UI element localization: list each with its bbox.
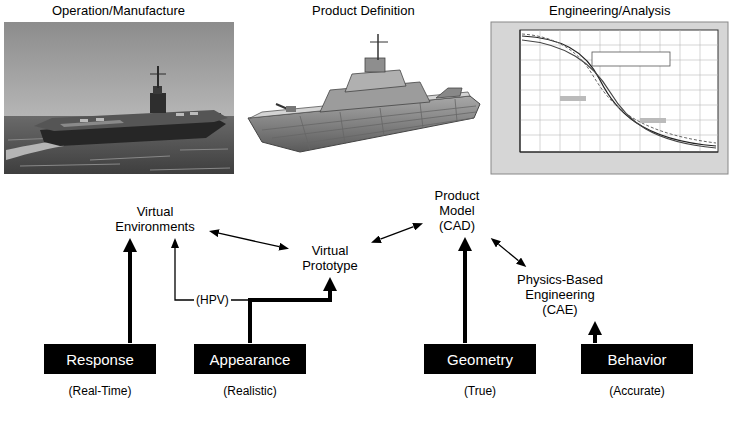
- connector-arrow: [219, 233, 279, 246]
- ship-model: [370, 42, 388, 43]
- node-title: Physics-Based Engineering (CAE): [513, 272, 607, 317]
- connector-arrow: [498, 244, 518, 260]
- analysis-chart: [592, 52, 670, 66]
- panel-heading: Product Definition: [312, 3, 415, 18]
- analysis-chart: [491, 22, 728, 174]
- ship-model: [238, 22, 488, 174]
- ship-model: [377, 34, 379, 60]
- node-title: Product Model (CAD): [430, 188, 484, 233]
- node-title: Virtual Prototype: [296, 243, 364, 273]
- attribute-box: Appearance(Realistic): [194, 344, 306, 374]
- concept-node: Virtual Prototype: [293, 242, 367, 274]
- analysis-chart: [560, 96, 586, 101]
- node-caption: (Real-Time): [24, 384, 176, 398]
- analysis-chart: [520, 30, 718, 152]
- node-title: Behavior: [607, 351, 666, 368]
- connector-arrow: [593, 335, 597, 343]
- connector-arrow: [463, 251, 467, 343]
- attribute-box: Geometry(True): [424, 344, 536, 374]
- ship-model: [238, 22, 488, 174]
- node-caption: (Accurate): [561, 384, 713, 398]
- panel-heading: Operation/Manufacture: [52, 3, 185, 18]
- analysis-chart: [522, 36, 716, 146]
- carrier-photo: [34, 110, 228, 131]
- analysis-chart: [520, 30, 718, 152]
- ship-model: [436, 88, 462, 98]
- carrier-photo: [176, 113, 184, 116]
- ship-model: [365, 58, 385, 72]
- carrier-photo: [150, 93, 166, 113]
- attribute-box: Behavior(Accurate): [581, 344, 693, 374]
- node-title: Virtual Environments: [108, 204, 202, 234]
- concept-node: Physics-Based Engineering (CAE): [510, 271, 610, 318]
- analysis-chart: [522, 34, 716, 143]
- panel-heading: Engineering/Analysis: [549, 3, 670, 18]
- carrier-photo: [60, 120, 124, 127]
- ship-model: [286, 106, 296, 112]
- node-title: Appearance: [210, 351, 291, 368]
- carrier-photo: [190, 112, 198, 115]
- node-caption: (Realistic): [174, 384, 326, 398]
- analysis-chart: [640, 118, 666, 123]
- connector-arrow: [128, 252, 132, 343]
- carrier-photo: [96, 118, 104, 121]
- analysis-chart: [520, 30, 718, 152]
- connector-arrow: [380, 227, 413, 239]
- analysis-chart: [522, 40, 716, 148]
- connector-arrow: [250, 291, 330, 343]
- carrier-photo: [80, 119, 88, 122]
- carrier-photo: [157, 66, 159, 88]
- carrier-photo: [150, 74, 166, 75]
- node-title: Geometry: [447, 351, 513, 368]
- concept-node: Virtual Environments: [105, 203, 205, 235]
- photo-sky: [4, 22, 234, 174]
- concept-node: Product Model (CAD): [427, 187, 487, 234]
- edge-label: (HPV): [194, 293, 231, 307]
- node-caption: (True): [404, 384, 556, 398]
- carrier-photo: [4, 22, 234, 174]
- ship-model: [345, 70, 406, 92]
- analysis-chart: [491, 22, 728, 174]
- carrier-photo: [8, 138, 230, 170]
- node-title: Response: [66, 351, 134, 368]
- attribute-box: Response(Real-Time): [44, 344, 156, 374]
- connector-arrow: [175, 248, 250, 343]
